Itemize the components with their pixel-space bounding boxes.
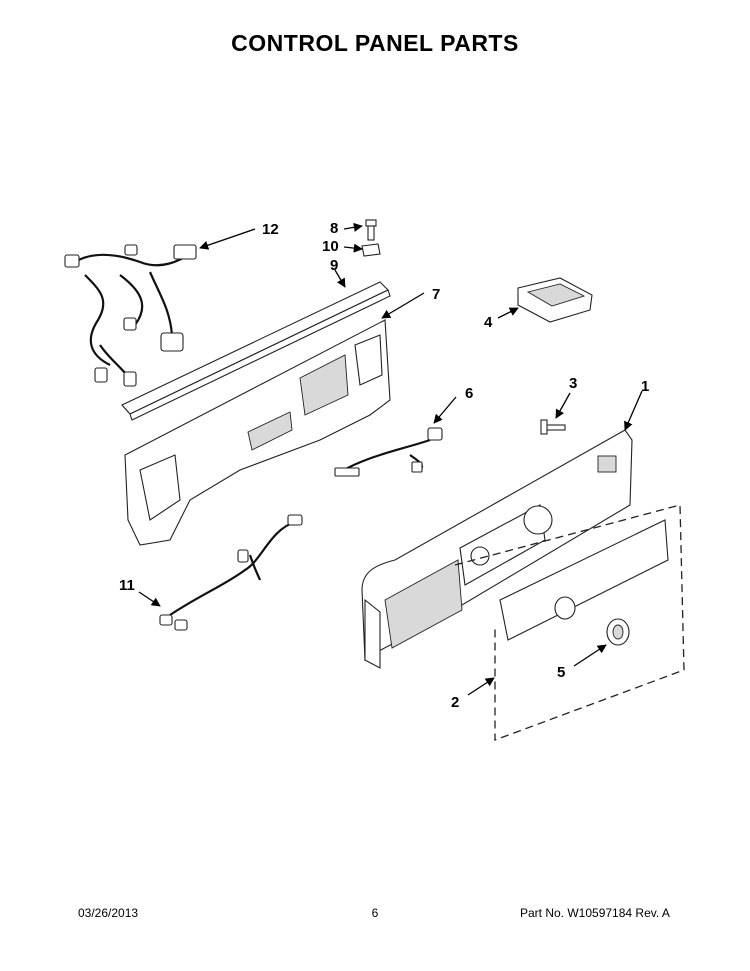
callout-11: 11	[119, 577, 135, 594]
callout-2: 2	[451, 694, 459, 711]
part-3-screw[interactable]	[540, 419, 566, 435]
part-12-wire-harness[interactable]	[64, 244, 197, 387]
part-8-screw[interactable]	[365, 219, 377, 241]
part-9-bracket[interactable]	[121, 281, 391, 421]
leader-lines	[138, 222, 643, 696]
part-2-overlay-assembly[interactable]	[454, 504, 685, 741]
page-title: CONTROL PANEL PARTS	[231, 30, 519, 56]
footer-part-number: Part No. W10597184 Rev. A	[520, 906, 670, 920]
callout-7: 7	[432, 286, 440, 303]
callout-5: 5	[557, 664, 565, 681]
part-1-console-front[interactable]	[361, 429, 633, 669]
callout-3: 3	[569, 375, 577, 392]
callout-1: 1	[641, 378, 649, 395]
part-7-console-back-panel[interactable]	[124, 319, 391, 546]
part-4-housing[interactable]	[517, 277, 593, 323]
part-5-knob[interactable]	[606, 618, 630, 646]
footer-date: 03/26/2013	[78, 906, 139, 920]
part-6-wire-harness[interactable]	[334, 427, 443, 477]
callout-10: 10	[322, 238, 339, 255]
callout-6: 6	[465, 385, 473, 402]
callout-8: 8	[330, 220, 338, 237]
footer-page-number: 6	[371, 906, 379, 920]
callout-4: 4	[484, 314, 493, 331]
callout-12: 12	[262, 221, 279, 238]
part-11-wire-harness[interactable]	[159, 514, 303, 631]
callout-9: 9	[330, 257, 338, 274]
part-10-clip[interactable]	[361, 243, 381, 257]
